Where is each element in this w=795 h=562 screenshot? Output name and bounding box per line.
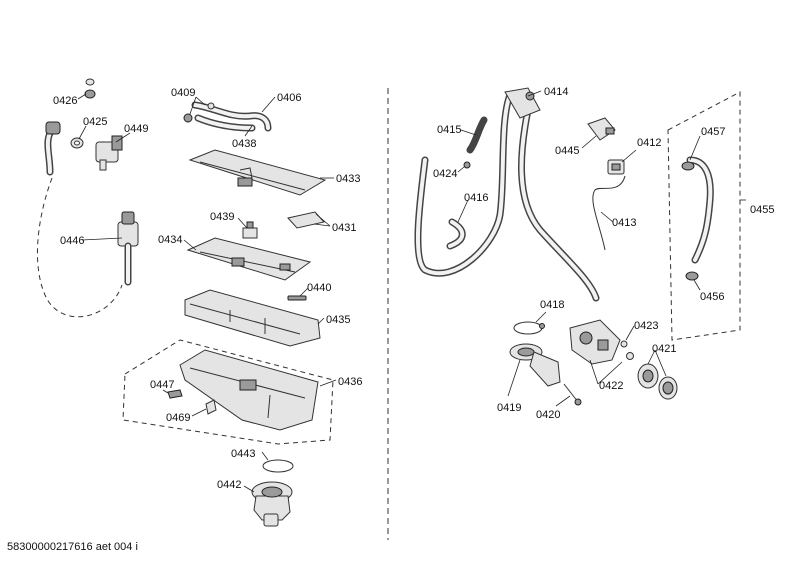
part-0424 bbox=[457, 161, 471, 173]
part-0439 bbox=[237, 217, 258, 239]
part-0445 bbox=[581, 117, 616, 149]
label-0457: 0457 bbox=[701, 126, 725, 138]
label-0446: 0446 bbox=[60, 235, 84, 247]
label-0413: 0413 bbox=[612, 217, 636, 229]
label-0418: 0418 bbox=[540, 299, 564, 311]
document-code: 58300000217616 aet 004 i bbox=[7, 541, 138, 553]
part-0420 bbox=[555, 383, 582, 407]
part-0418 bbox=[513, 311, 547, 335]
label-0434: 0434 bbox=[158, 234, 182, 246]
part-0414 bbox=[414, 87, 600, 302]
part-0412 bbox=[607, 149, 637, 175]
label-0415: 0415 bbox=[437, 124, 461, 136]
part-0447 bbox=[162, 389, 183, 399]
part-0440 bbox=[287, 287, 309, 301]
part-0443 bbox=[261, 451, 294, 473]
label-0449: 0449 bbox=[124, 123, 148, 135]
label-0469: 0469 bbox=[166, 412, 190, 424]
part-0442 bbox=[243, 481, 293, 527]
part-0434 bbox=[183, 237, 312, 281]
part-0419 bbox=[507, 343, 561, 397]
part-0416 bbox=[446, 199, 469, 250]
label-0406: 0406 bbox=[277, 92, 301, 104]
part-0423 bbox=[620, 325, 635, 360]
part-0446 bbox=[36, 121, 139, 318]
label-0438: 0438 bbox=[232, 138, 256, 150]
label-0439: 0439 bbox=[210, 211, 234, 223]
label-0424: 0424 bbox=[433, 168, 457, 180]
label-0414: 0414 bbox=[544, 86, 568, 98]
part-0422 bbox=[569, 319, 623, 385]
part-0436 bbox=[122, 339, 337, 445]
label-0423: 0423 bbox=[634, 320, 658, 332]
label-0455: 0455 bbox=[750, 204, 774, 216]
label-0419: 0419 bbox=[497, 402, 521, 414]
label-0436: 0436 bbox=[338, 376, 362, 388]
label-0433: 0433 bbox=[336, 173, 360, 185]
label-0422: 0422 bbox=[599, 380, 623, 392]
part-0406-hose bbox=[183, 96, 276, 137]
part-0433 bbox=[188, 149, 334, 196]
part-0449 bbox=[95, 132, 131, 171]
part-0435 bbox=[184, 289, 325, 347]
part-0413 bbox=[592, 175, 626, 251]
label-0447: 0447 bbox=[150, 379, 174, 391]
label-0425: 0425 bbox=[83, 116, 107, 128]
part-0425 bbox=[70, 125, 87, 149]
label-0440: 0440 bbox=[307, 282, 331, 294]
label-0421: 0421 bbox=[652, 343, 676, 355]
label-0420: 0420 bbox=[536, 409, 560, 421]
part-labels: 0426 0425 0449 0446 0409 0406 0438 0433 … bbox=[53, 86, 774, 491]
label-0409: 0409 bbox=[171, 87, 195, 99]
label-0412: 0412 bbox=[637, 137, 661, 149]
label-0456: 0456 bbox=[700, 291, 724, 303]
part-0431 bbox=[287, 211, 331, 229]
label-0443: 0443 bbox=[231, 448, 255, 460]
label-0416: 0416 bbox=[464, 192, 488, 204]
label-0442: 0442 bbox=[217, 479, 241, 491]
label-0426: 0426 bbox=[53, 95, 77, 107]
part-0426 bbox=[77, 78, 96, 100]
part-0455 bbox=[667, 91, 746, 341]
part-0469 bbox=[191, 399, 217, 417]
part-0421 bbox=[637, 349, 678, 400]
label-0445: 0445 bbox=[555, 145, 579, 157]
part-0415 bbox=[460, 116, 488, 154]
label-0431: 0431 bbox=[332, 222, 356, 234]
label-0435: 0435 bbox=[326, 314, 350, 326]
